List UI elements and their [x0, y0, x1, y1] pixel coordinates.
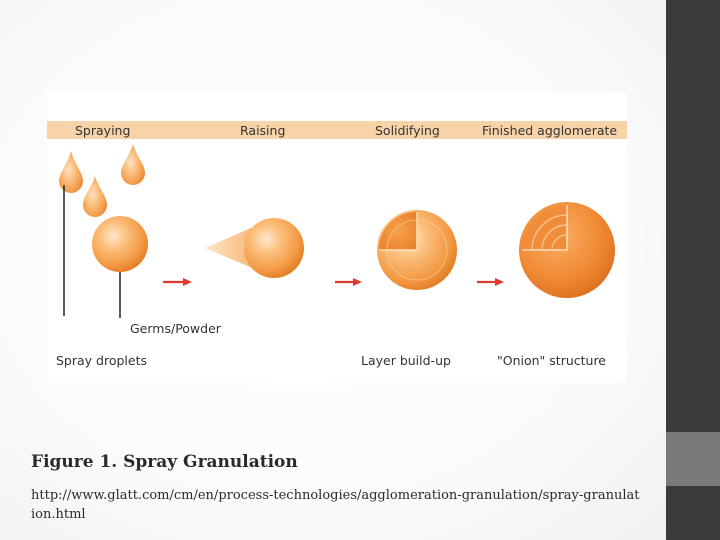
stage-label-spraying: Spraying	[75, 123, 131, 138]
layered-particle	[377, 210, 457, 290]
process-arrow	[163, 278, 192, 286]
figure-caption-title: Figure 1. Spray Granulation	[31, 452, 298, 472]
figure-source-url: http://www.glatt.com/cm/en/process-techn…	[31, 488, 640, 522]
germs-powder-label: Germs/Powder	[130, 321, 221, 336]
process-illustration	[59, 144, 615, 318]
spray-droplet	[59, 151, 83, 193]
process-arrow	[335, 278, 362, 286]
spray-granulation-figure: Spraying Raising Solidifying Finished ag…	[47, 93, 627, 383]
process-arrow	[477, 278, 504, 286]
stage-label-solidifying: Solidifying	[375, 123, 440, 138]
spray-droplet	[83, 176, 107, 217]
spray-droplet	[121, 144, 145, 185]
onion-structure-label: "Onion" structure	[497, 353, 607, 368]
raising-particle	[244, 218, 304, 278]
onion-particle	[519, 202, 615, 298]
germ-particle	[92, 216, 148, 272]
stage-label-finished: Finished agglomerate	[482, 123, 618, 138]
layer-build-up-label: Layer build-up	[361, 353, 451, 368]
stage-label-raising: Raising	[240, 123, 286, 138]
spray-droplets-label: Spray droplets	[56, 353, 147, 368]
slide-side-bar-accent	[666, 432, 720, 486]
stage-header-band: Spraying Raising Solidifying Finished ag…	[47, 121, 627, 139]
